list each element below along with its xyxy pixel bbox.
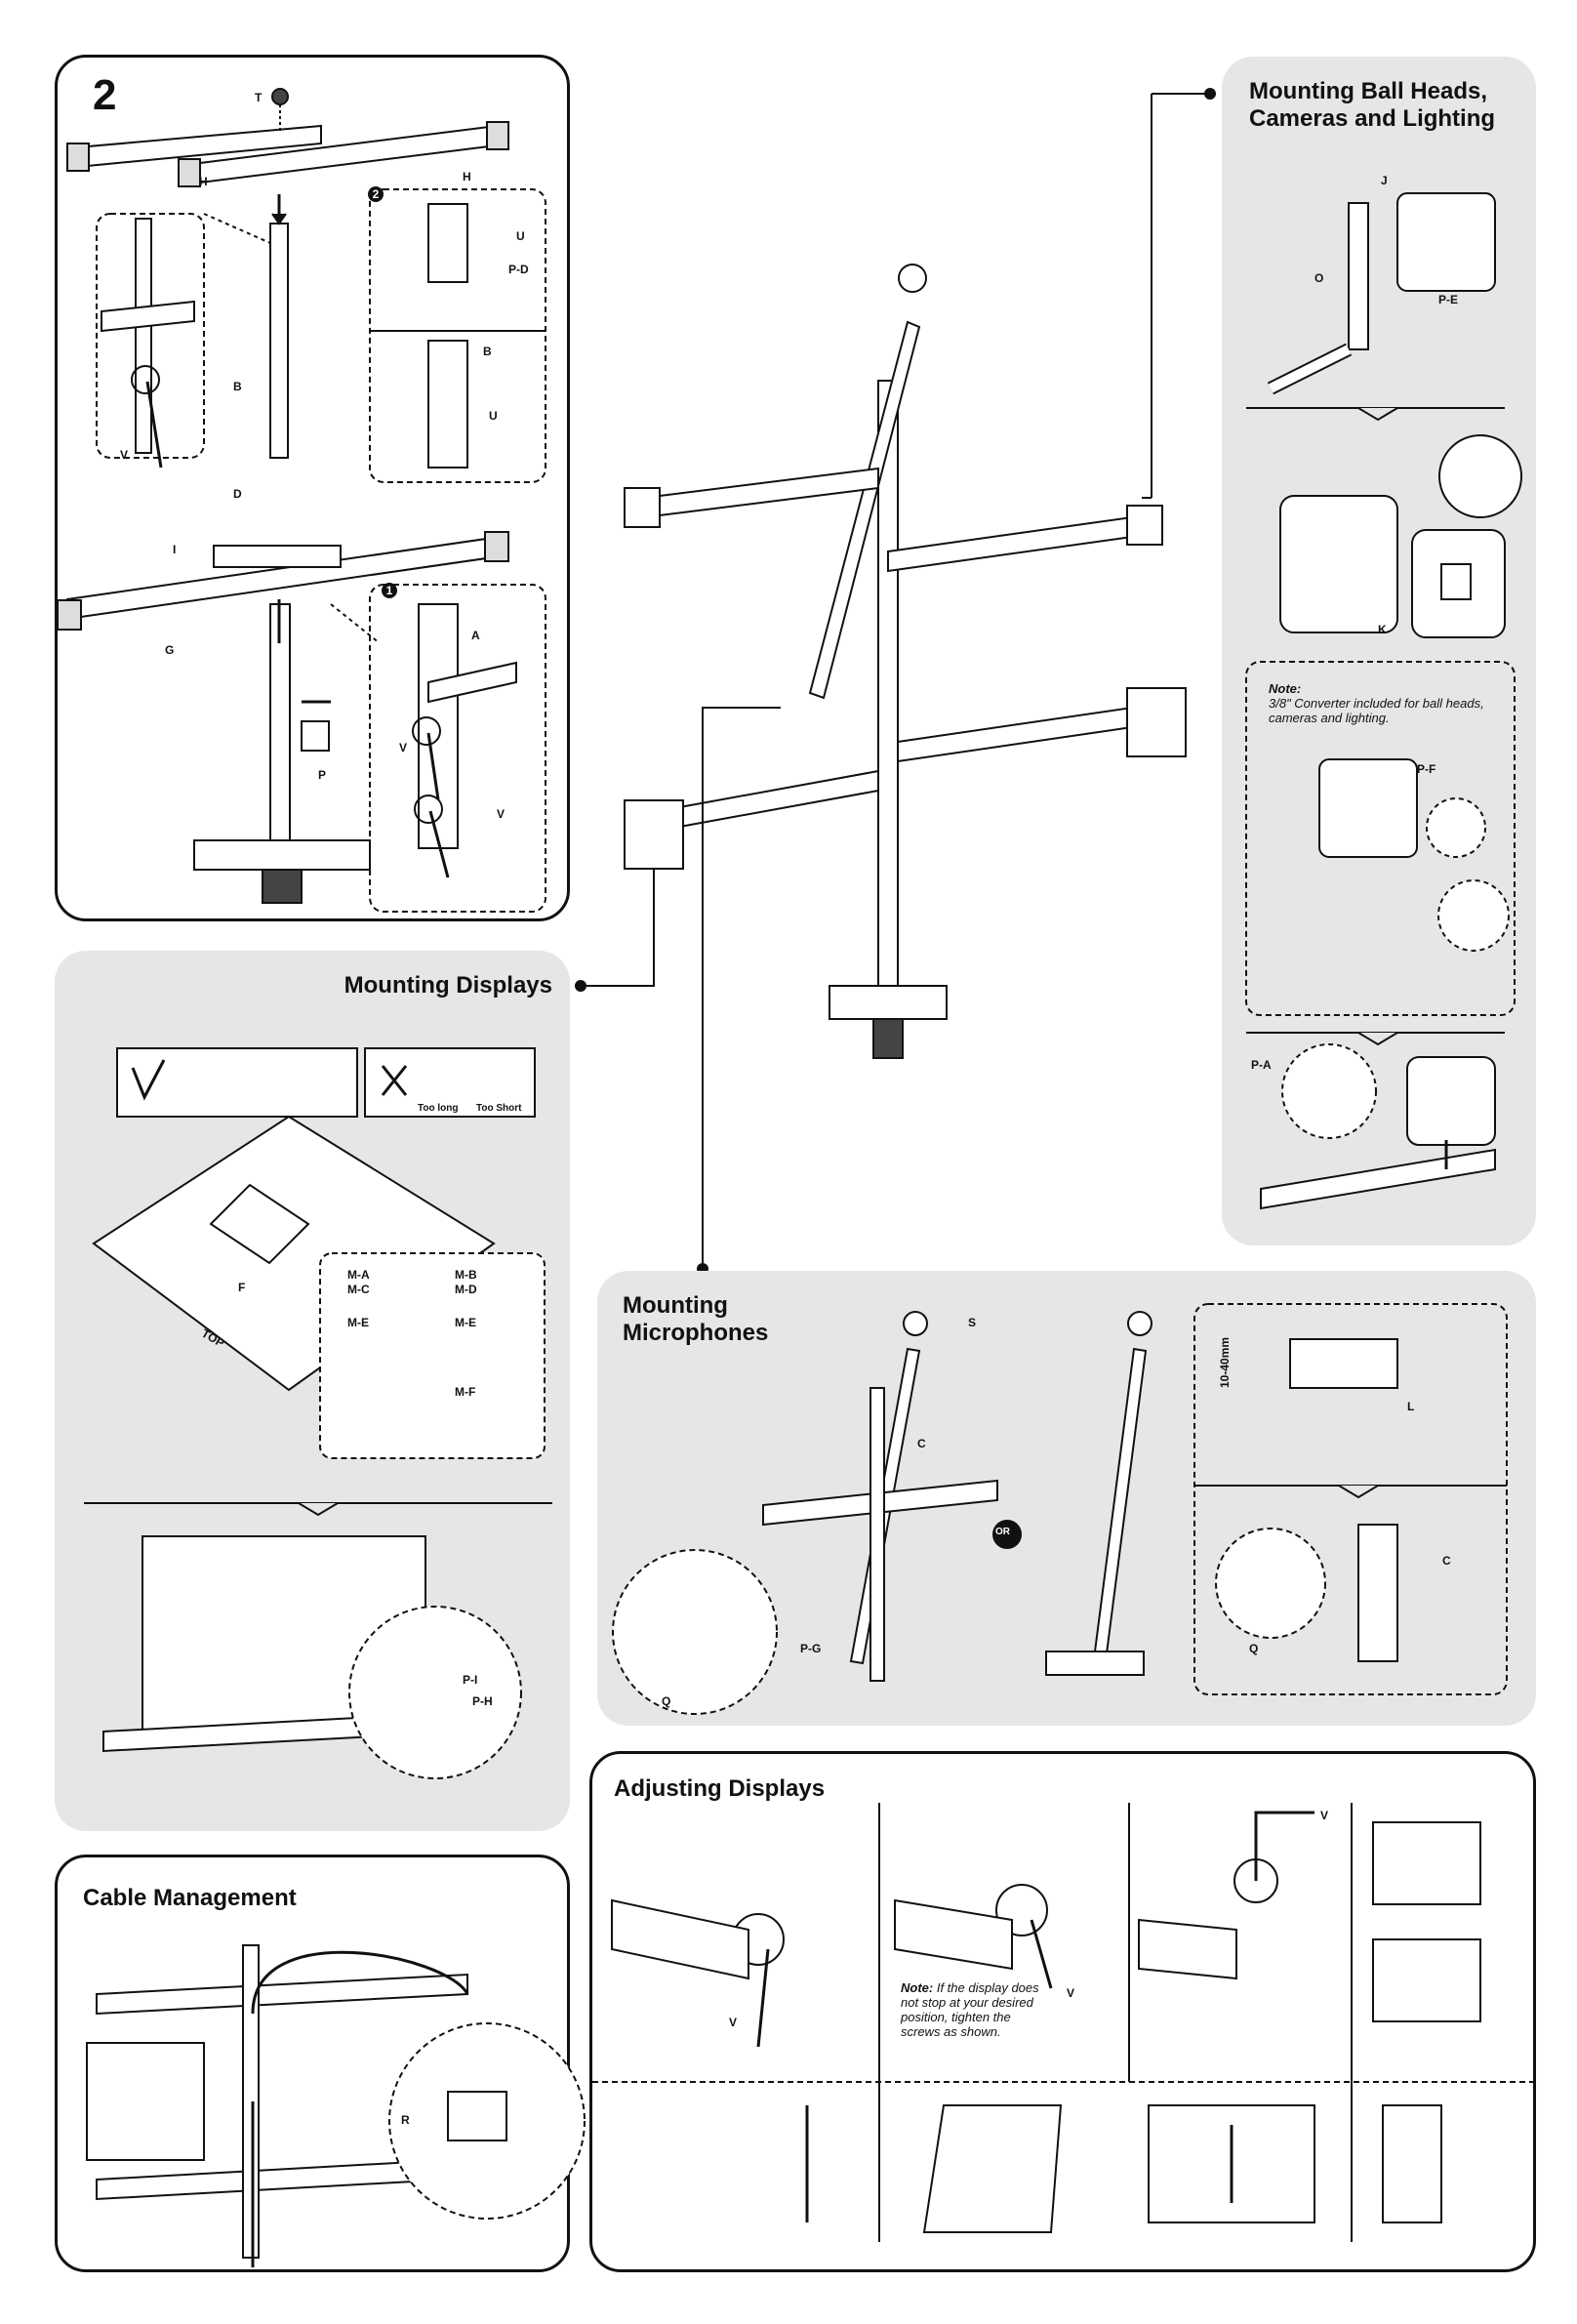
label-A: A	[471, 629, 480, 642]
label-G: G	[165, 643, 175, 657]
label-I: I	[173, 543, 177, 556]
label-M-D: M-D	[455, 1283, 477, 1296]
label-M-B: M-B	[455, 1268, 477, 1282]
label-H-right: H	[463, 170, 471, 183]
label-M-E-left: M-E	[347, 1316, 369, 1329]
central-assembly-illustration	[575, 88, 1216, 1275]
label-P-I: P-I	[463, 1673, 478, 1687]
ball-heads-illustration	[1245, 192, 1522, 1210]
ball-heads-title: Mounting Ball Heads, Cameras and Lightin…	[1249, 78, 1496, 132]
label-T: T	[255, 91, 263, 104]
label-too-short: Too Short	[476, 1103, 522, 1114]
label-P: P	[318, 768, 327, 782]
label-J: J	[1381, 174, 1388, 187]
mounting-displays-title: Mounting Displays	[344, 972, 552, 999]
step-number: 2	[93, 71, 117, 119]
label-P-F: P-F	[1417, 762, 1436, 776]
mounting-displays-illustration	[84, 1047, 552, 1779]
adjusting-displays-panel: Adjusting Displays V Note: If t	[589, 1751, 1539, 2272]
step-2-panel: 2	[55, 55, 570, 921]
mounting-displays-panel: Mounting Displays Too long Too Short F T…	[55, 951, 570, 1831]
mounting-ball-heads-panel: Mounting Ball Heads, Cameras and Lightin…	[1222, 57, 1536, 1245]
label-O: O	[1314, 271, 1324, 285]
label-R: R	[401, 2113, 410, 2127]
label-B: B	[233, 380, 242, 393]
adjusting-displays-illustration	[592, 1803, 1539, 2242]
label-F: F	[238, 1281, 246, 1294]
note-title: Note:	[1269, 681, 1302, 696]
adjusting-displays-title: Adjusting Displays	[614, 1775, 826, 1802]
adjusting-note-title: Note:	[901, 1980, 934, 1995]
label-circle-1: 1	[382, 583, 397, 598]
label-C-left: C	[917, 1437, 926, 1450]
label-U-bottom: U	[489, 409, 498, 423]
adjusting-note: Note: If the display does not stop at yo…	[901, 1980, 1047, 2039]
label-V-third: V	[1320, 1809, 1329, 1822]
adjusting-note-text: If the display does not stop at your des…	[901, 1980, 1039, 2039]
microphones-illustration	[612, 1303, 1508, 1715]
label-P-H: P-H	[472, 1694, 493, 1708]
label-M-F: M-F	[455, 1385, 476, 1399]
ball-heads-note: Note: 3/8" Converter included for ball h…	[1269, 681, 1503, 725]
label-V-mid: V	[399, 741, 408, 754]
label-V-left: V	[120, 448, 129, 462]
cable-management-panel: Cable Management R	[55, 1855, 586, 2272]
label-circle-2: 2	[368, 186, 384, 202]
label-S: S	[968, 1316, 977, 1329]
label-V-low: V	[497, 807, 505, 821]
label-V-second: V	[1067, 1986, 1075, 2000]
label-P-G: P-G	[800, 1642, 822, 1655]
mounting-microphones-panel: Mounting Microphones S C P-G Q OR 10-40m…	[597, 1271, 1536, 1726]
label-U-top: U	[516, 229, 525, 243]
label-Q-right: Q	[1249, 1642, 1259, 1655]
step-2-illustration	[57, 88, 546, 913]
cable-management-title: Cable Management	[83, 1885, 297, 1911]
label-M-C: M-C	[347, 1283, 370, 1296]
note-text: 3/8" Converter included for ball heads, …	[1269, 696, 1484, 725]
label-C-right: C	[1442, 1554, 1451, 1568]
label-H-left: H	[199, 175, 208, 188]
label-10-40mm: 10-40mm	[1218, 1336, 1232, 1388]
cable-management-illustration	[86, 1944, 586, 2267]
label-B-detail: B	[483, 345, 492, 358]
label-Q-left: Q	[662, 1694, 671, 1708]
label-M-E-right: M-E	[455, 1316, 476, 1329]
label-M-A: M-A	[347, 1268, 370, 1282]
label-D: D	[233, 487, 242, 501]
label-P-D: P-D	[508, 263, 529, 276]
label-V-first: V	[729, 2016, 738, 2029]
mounting-microphones-title: Mounting Microphones	[623, 1292, 769, 1346]
label-K: K	[1378, 623, 1387, 636]
label-P-E: P-E	[1438, 293, 1459, 306]
label-too-long: Too long	[418, 1103, 459, 1114]
label-or: OR	[995, 1527, 1010, 1537]
label-P-A: P-A	[1251, 1058, 1272, 1072]
label-L: L	[1407, 1400, 1415, 1413]
